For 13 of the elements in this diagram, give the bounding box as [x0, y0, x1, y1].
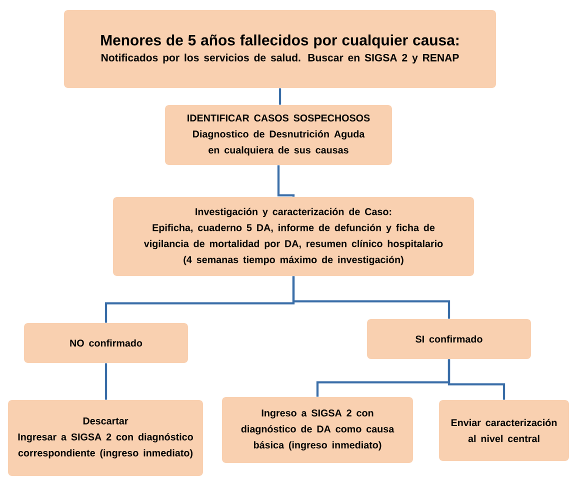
- process-box: Investigación y caracterización de Caso: Epificha, cuaderno 5 DA, informe de defunción y ficha de vigilancia de mortalidad por DA, resumen clínico hospitalario (4 semanas tiempo máximo de investigación): [113, 197, 474, 276]
- process-box: NO confirmado: [24, 323, 188, 363]
- connector-line: [292, 276, 450, 319]
- connector-line: [104, 363, 108, 400]
- process-box: IDENTIFICAR CASOS SOSPECHOSOS Diagnostico de Desnutrición Aguda en cualquiera de sus causas: [165, 105, 392, 165]
- process-box: Menores de 5 años fallecidos por cualquier causa: Notificados por los servicios de salud. Buscar en SIGSA 2 y RENAP: [64, 10, 496, 88]
- connector-line: [448, 359, 506, 400]
- connector-line: [277, 165, 295, 197]
- process-box: SI confirmado: [367, 319, 531, 359]
- process-box: Enviar caracterización al nivel central: [439, 400, 569, 461]
- connector-line: [278, 88, 282, 105]
- process-box: Descartar Ingresar a SIGSA 2 con diagnóstico correspondiente (ingreso inmediato): [8, 400, 203, 476]
- process-box: Ingreso a SIGSA 2 con diagnóstico de DA como causa básica (ingreso inmediato): [222, 397, 413, 463]
